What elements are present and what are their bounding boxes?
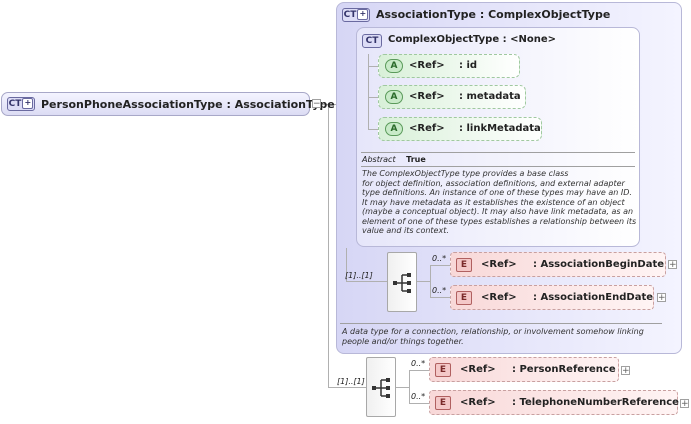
expand-icon[interactable]: + [22, 98, 34, 109]
attribute-badge: A [385, 122, 403, 136]
abstract-label: Abstract [362, 155, 396, 164]
connector-to-seq2 [328, 387, 366, 388]
attribute-name: : metadata [459, 91, 521, 102]
complex-object-type-documentation: The ComplexObjectType type provides a ba… [362, 169, 637, 235]
element-association-begin-date[interactable]: E <Ref> : AssociationBeginDate [450, 252, 666, 277]
association-type-documentation: A data type for a connection, relationsh… [342, 327, 644, 346]
occurs-label: 0..* [432, 286, 447, 295]
attr-connector-h1 [368, 66, 378, 67]
element-name: : PersonReference [512, 364, 616, 375]
occurs-label: 0..* [411, 359, 426, 368]
element-badge: E [456, 291, 472, 305]
attribute-name: : id [459, 60, 478, 71]
expand-icon[interactable]: + [621, 366, 630, 376]
seq2-branch-h2 [409, 403, 429, 404]
association-type-title: AssociationType : ComplexObjectType [376, 8, 611, 21]
element-name: : TelephoneNumberReference [512, 397, 679, 408]
element-ref: <Ref> [481, 259, 517, 270]
connector-main-v [328, 104, 329, 387]
seq1-connector-bottom [346, 281, 388, 282]
attribute-badge: A [385, 59, 403, 73]
element-name: : AssociationEndDate [533, 292, 654, 303]
element-ref: <Ref> [460, 364, 496, 375]
seq1-branch-h1 [430, 265, 450, 266]
expand-icon[interactable]: + [357, 9, 369, 20]
attribute-metadata[interactable]: A <Ref> : metadata [378, 85, 526, 109]
main-type-title: PersonPhoneAssociationType : Association… [41, 98, 335, 111]
attribute-ref: <Ref> [409, 123, 445, 134]
collapse-icon[interactable]: − [312, 99, 321, 109]
element-ref: <Ref> [460, 397, 496, 408]
seq1-multiplicity: [1]..[1] [345, 271, 373, 280]
connector-main-h [320, 104, 328, 105]
attribute-id[interactable]: A <Ref> : id [378, 54, 520, 78]
seq2-branch-v [409, 370, 410, 403]
attr-connector-h2 [368, 97, 378, 98]
expand-icon[interactable]: + [680, 399, 689, 409]
association-doc-divider [340, 323, 662, 324]
attribute-badge: A [385, 90, 403, 104]
connector-to-outer [328, 104, 337, 105]
element-name: : AssociationBeginDate [533, 259, 665, 270]
element-badge: E [435, 363, 451, 377]
attribute-ref: <Ref> [409, 60, 445, 71]
seq2-branch-join [396, 387, 409, 388]
sequence-compositor-icon [372, 378, 390, 398]
seq1-branch-v [430, 265, 431, 297]
association-sequence-box[interactable] [387, 252, 417, 312]
attr-connector-v [368, 54, 369, 130]
element-badge: E [456, 258, 472, 272]
association-type-badge: CT+ [342, 8, 370, 22]
abstract-value: True [406, 155, 426, 164]
main-type-badge: CT+ [7, 97, 35, 111]
expand-icon[interactable]: + [668, 260, 677, 270]
attr-connector-h3 [368, 129, 378, 130]
abstract-divider-2 [361, 166, 635, 167]
complex-object-type-title: ComplexObjectType : <None> [388, 34, 556, 45]
occurs-label: 0..* [432, 254, 447, 263]
attribute-name: : linkMetadata [459, 123, 541, 134]
attribute-ref: <Ref> [409, 91, 445, 102]
element-telephone-number-reference[interactable]: E <Ref> : TelephoneNumberReference [429, 390, 679, 415]
element-ref: <Ref> [481, 292, 517, 303]
seq1-branch-h2 [430, 297, 450, 298]
seq2-branch-h1 [409, 370, 429, 371]
seq2-multiplicity: [1]..[1] [337, 377, 365, 386]
element-association-end-date[interactable]: E <Ref> : AssociationEndDate [450, 285, 654, 310]
attribute-link-metadata[interactable]: A <Ref> : linkMetadata [378, 117, 542, 141]
abstract-divider [361, 152, 635, 153]
seq1-branch-join [417, 281, 430, 282]
occurs-label: 0..* [411, 392, 426, 401]
person-phone-sequence-box[interactable] [366, 357, 396, 417]
seq1-connector-left [346, 248, 347, 282]
expand-icon[interactable]: + [657, 293, 666, 303]
element-person-reference[interactable]: E <Ref> : PersonReference [429, 357, 619, 382]
element-badge: E [435, 396, 451, 410]
sequence-compositor-icon [393, 273, 411, 293]
abstract-row: Abstract True [362, 155, 426, 164]
person-phone-association-type[interactable]: CT+ PersonPhoneAssociationType : Associa… [1, 92, 335, 116]
complex-object-type-badge: CT [362, 34, 382, 48]
